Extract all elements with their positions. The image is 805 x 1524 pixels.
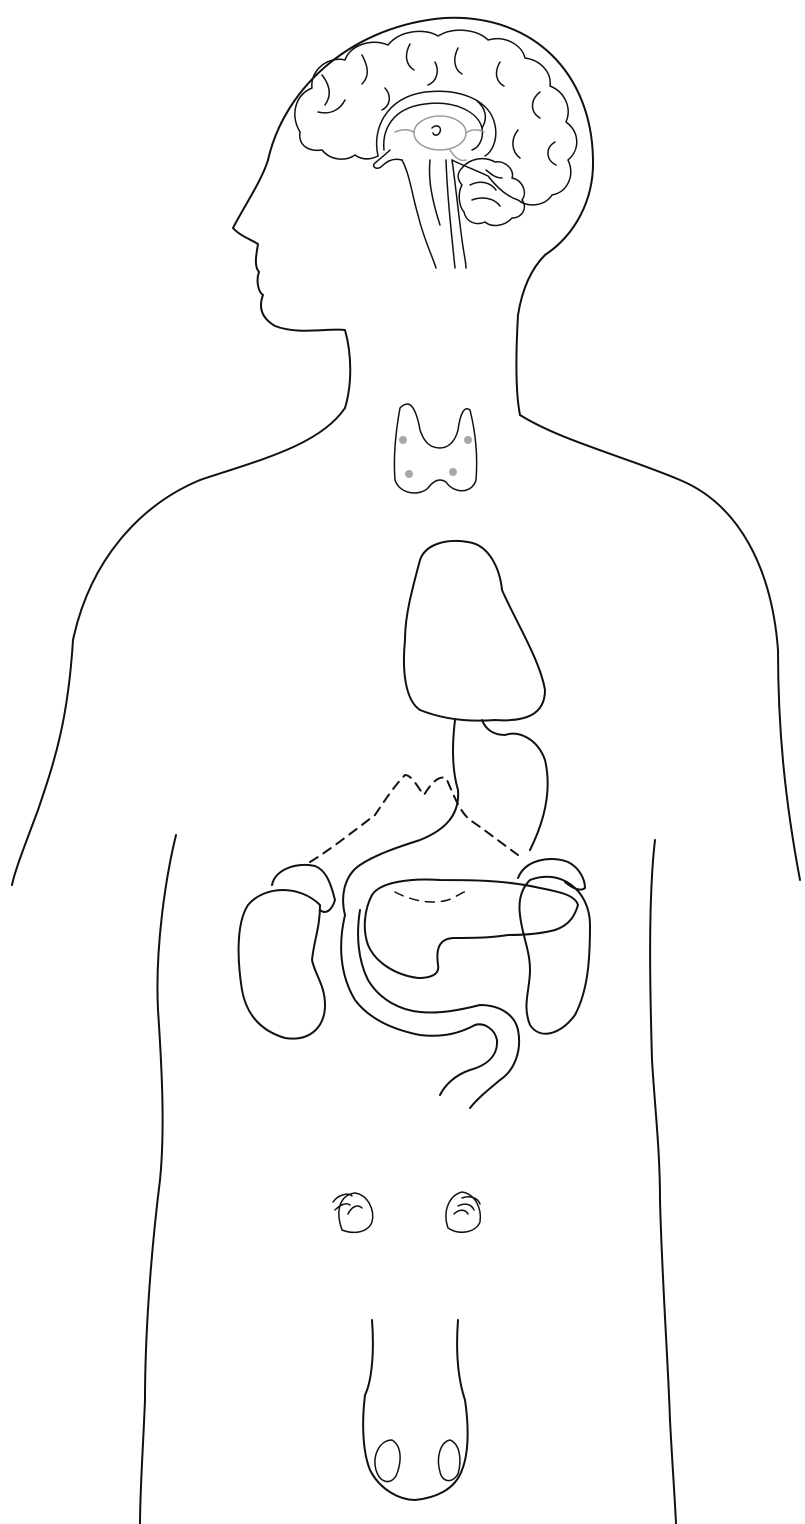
cerebrum-lower xyxy=(300,132,378,159)
cerebellum xyxy=(458,159,524,226)
pancreas xyxy=(365,880,578,978)
right-kidney xyxy=(519,877,590,1034)
pineal-mark xyxy=(432,126,440,135)
intestine xyxy=(341,910,519,1108)
diaphragm-dashed xyxy=(310,775,518,862)
left-adrenal xyxy=(272,865,335,912)
thyroid-outline xyxy=(394,404,476,493)
uterus-left-lobe xyxy=(375,1440,400,1482)
stomach xyxy=(343,720,548,915)
parathyroid-dot-4 xyxy=(449,468,457,476)
uterus xyxy=(363,1320,467,1500)
left-ovary-body xyxy=(339,1193,373,1232)
uterus-outline xyxy=(363,1320,467,1500)
body-outline xyxy=(12,18,800,1524)
left-kidney xyxy=(239,890,325,1039)
right-ovary xyxy=(446,1192,480,1232)
right-torso-side xyxy=(650,840,676,1524)
liver xyxy=(404,541,545,721)
face-profile xyxy=(233,160,350,408)
parathyroid-dot-3 xyxy=(405,470,413,478)
right-shoulder xyxy=(520,415,800,880)
left-kidney-group xyxy=(239,865,335,1039)
right-neck xyxy=(516,315,520,415)
parathyroid-dot-2 xyxy=(464,436,472,444)
left-torso-side xyxy=(140,835,176,1524)
parathyroid-dot-1 xyxy=(399,436,407,444)
brain-folds xyxy=(318,44,556,165)
head-outline xyxy=(268,18,593,315)
left-shoulder xyxy=(12,408,345,885)
uterus-right-lobe xyxy=(438,1440,459,1481)
brainstem xyxy=(402,160,466,268)
left-ovary xyxy=(333,1193,373,1232)
corpus-callosum xyxy=(377,91,496,156)
left-ovary-fimbriae xyxy=(333,1194,362,1214)
thyroid xyxy=(394,404,476,493)
pancreas-duct xyxy=(395,890,470,902)
brain xyxy=(295,30,577,268)
right-ovary-fimbriae xyxy=(454,1197,480,1214)
brain-grey-lines xyxy=(395,130,484,161)
